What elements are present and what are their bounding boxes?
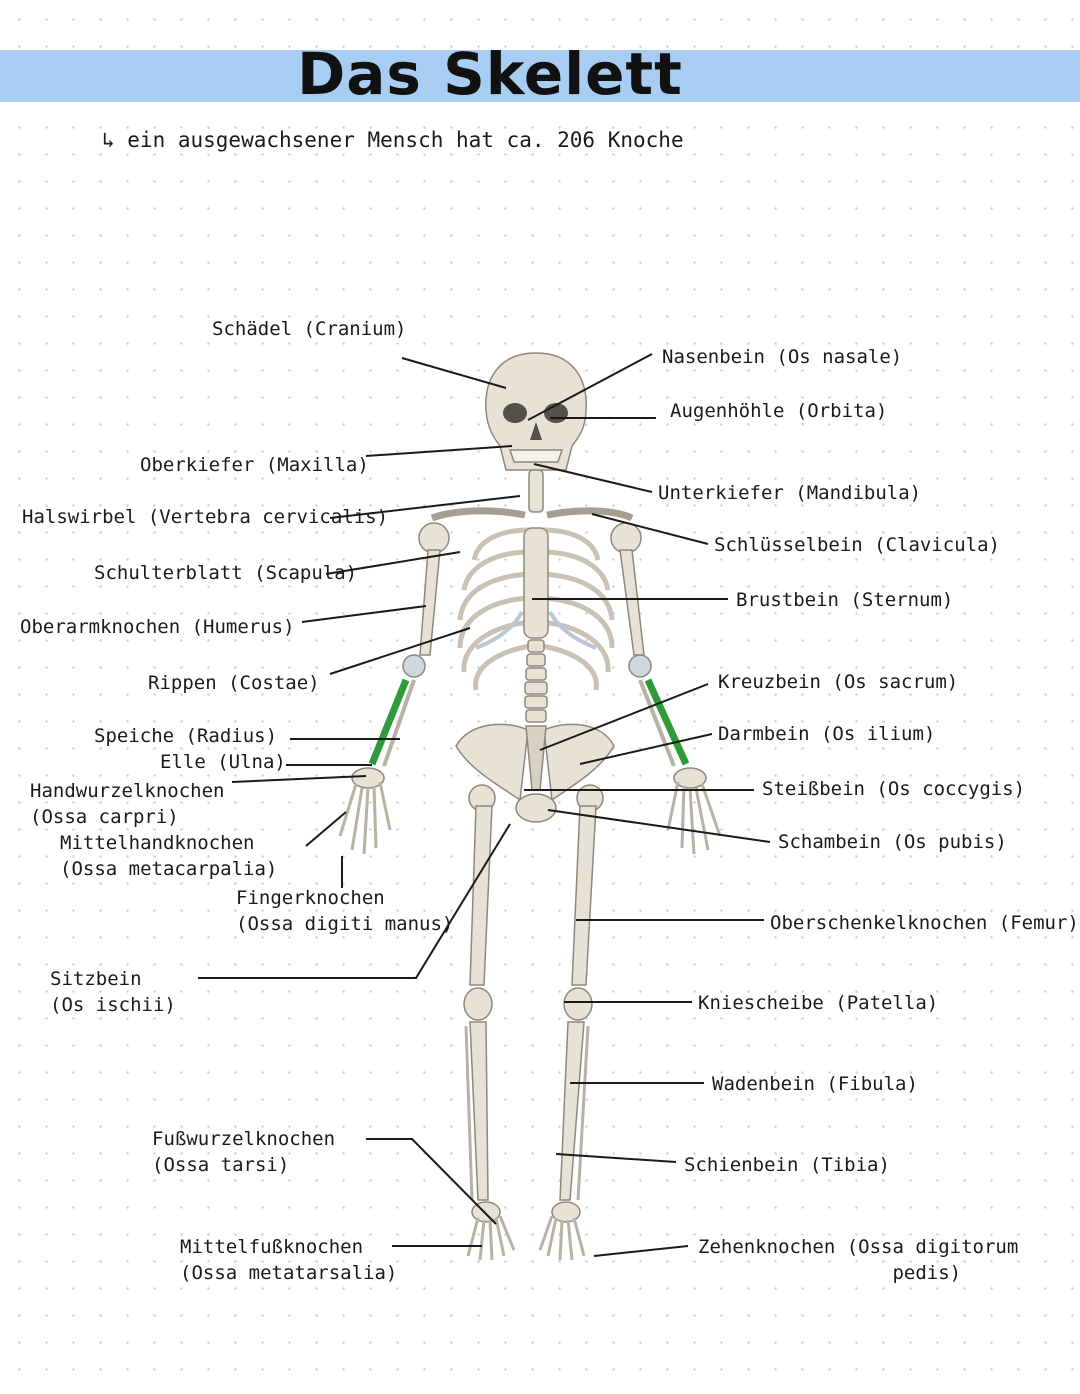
leader-handwurzel [231,775,367,783]
leader-zehen [593,1245,689,1257]
label-fusswurzel: Fußwurzelknochen (Ossa tarsi) [152,1128,336,1176]
leader-sitzbein [198,823,511,979]
cervical-spine [528,469,544,513]
leader-halswirbel [329,495,521,519]
radius-right [644,678,690,766]
label-schulterblatt: Schulterblatt (Scapula) [94,562,358,584]
clavicle-left [430,507,526,522]
title-band [0,50,1080,102]
page-subtitle: ↳ ein ausgewachsener Mensch hat ca. 206 … [102,128,684,152]
label-schluesselbein: Schlüsselbein (Clavicula) [714,534,1000,556]
humerus-left [419,549,441,656]
spine [524,639,548,723]
toes-left [466,1215,516,1261]
label-oberarm: Oberarmknochen (Humerus) [20,616,295,638]
label-sitzbein: Sitzbein (Os ischii) [50,968,176,1016]
label-elle: Elle (Ulna) [160,751,286,773]
sternum [523,527,549,639]
leader-mittelhand [305,811,347,847]
label-unterkiefer: Unterkiefer (Mandibula) [658,482,922,504]
label-augenhoehle: Augenhöhle (Orbita) [670,400,888,422]
shoulder-left [418,522,450,554]
leader-schambein [547,809,771,843]
leader-darmbein [579,733,713,765]
label-schienbein: Schienbein (Tibia) [684,1154,890,1176]
fingers-left [338,781,392,855]
label-mittelhand: Mittelhandknochen (Ossa metacarpalia) [60,832,278,880]
leader-rippen [329,627,471,675]
leader-unterkiefer [533,463,653,493]
patella-right [563,987,593,1021]
label-finger: Fingerknochen (Ossa digiti manus) [236,887,454,935]
label-oberkiefer: Oberkiefer (Maxilla) [140,454,369,476]
costal-cartilage [475,610,597,650]
femur-left [469,805,493,986]
leader-lines [198,353,771,1257]
elbow-right [628,654,652,678]
label-steissbein: Steißbein (Os coccygis) [762,778,1026,800]
label-speiche: Speiche (Radius) [94,725,278,747]
label-halswirbel: Halswirbel (Vertebra cervicalis) [22,506,389,528]
label-mittelfuss: Mittelfußknochen (Ossa metatarsalia) [180,1236,398,1284]
label-schambein: Schambein (Os pubis) [778,831,1007,853]
fingers-right [666,781,722,855]
leader-oberarm [301,605,427,623]
pelvis-ilium-left [455,723,529,802]
toes-right [538,1215,586,1261]
elbow-left [402,654,426,678]
leader-fusswurzel [366,1138,497,1225]
radius-left [368,678,410,766]
ulna-right [638,679,676,767]
label-darmbein: Darmbein (Os ilium) [718,723,936,745]
leader-schaedel [401,357,507,389]
label-zehen: Zehenknochen (Ossa digitorum pedis) [698,1236,1019,1284]
label-handwurzel: Handwurzelknochen (Ossa carpri) [30,780,225,828]
label-oberschenkel: Oberschenkelknochen (Femur) [770,912,1079,934]
humerus-right [619,549,645,656]
eye-socket-left [503,403,527,423]
leader-kreuzbein [539,683,709,751]
label-kreuzbein: Kreuzbein (Os sacrum) [718,671,959,693]
clavicle-right [546,507,634,522]
teeth [508,449,564,463]
femur-right [571,805,597,986]
sacrum [525,725,547,791]
label-schaedel: Schädel (Cranium) [212,318,407,340]
tibia-left [469,1021,489,1201]
leader-schulterblatt [325,551,461,575]
tarsals-right [551,1201,581,1223]
label-rippen: Rippen (Costae) [148,672,320,694]
label-wadenbein: Wadenbein (Fibula) [712,1073,918,1095]
label-brustbein: Brustbein (Sternum) [736,589,954,611]
leader-schluesselbein [591,513,709,545]
leader-oberkiefer [365,445,513,457]
leader-nasenbein [527,353,653,421]
ulna-left [382,679,416,767]
label-kniescheibe: Kniescheibe (Patella) [698,992,939,1014]
label-nasenbein: Nasenbein (Os nasale) [662,346,903,368]
fibula-left [464,1025,474,1201]
patella-left [463,987,493,1021]
shoulder-right [610,522,642,554]
pubic-region [515,793,557,823]
fibula-right [576,1025,590,1201]
leader-schienbein [555,1153,677,1163]
page-title: Das Skelett [297,40,683,108]
nasal-cavity [530,422,542,440]
